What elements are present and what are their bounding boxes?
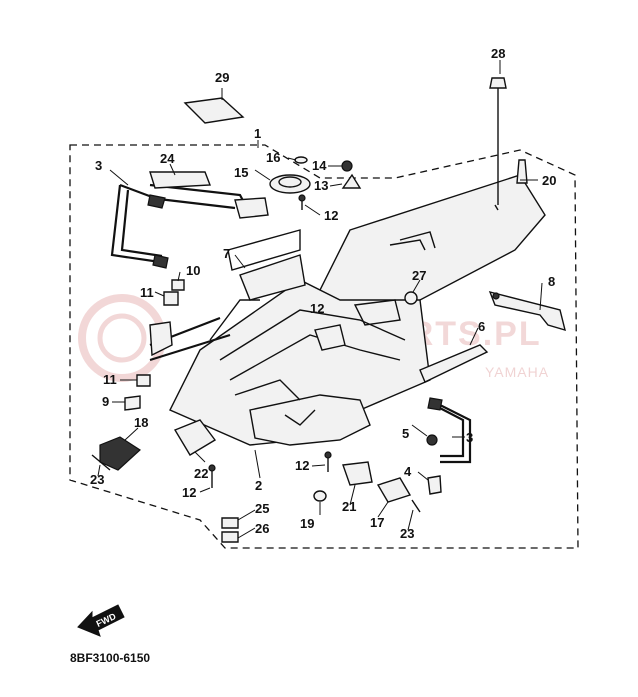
callout-label: 15 [234,165,248,180]
callout-label: 25 [255,501,269,516]
callout-label: 3 [95,158,102,173]
callout-label: 1 [254,126,261,141]
callout-labels: 1 2 3 3 4 5 6 7 8 9 10 11 11 12 12 12 12… [90,46,556,541]
callout-label: 3 [466,430,473,445]
callout-label: 5 [402,426,409,441]
callout-label: 18 [134,415,148,430]
callout-label: 8 [548,274,555,289]
callout-label: 7 [223,246,230,261]
frame-assembly [149,174,546,446]
callout-label: 21 [342,499,356,514]
part-code: 8BF3100-6150 [70,651,150,665]
callout-label: 2 [255,478,262,493]
part-3-left-guard [110,183,169,269]
leader-lines [97,60,543,539]
callout-label: 14 [312,158,327,173]
callout-label: 12 [295,458,309,473]
part-8-bracket [488,290,566,332]
right-top-parts [489,77,528,205]
callout-label: 24 [160,151,175,166]
callout-label: 17 [370,515,384,530]
callout-label: 22 [194,466,208,481]
lower-small-parts [208,291,442,543]
callout-label: 19 [300,516,314,531]
watermark-tag: YAMAHA [485,364,549,380]
callout-label: 29 [215,70,229,85]
callout-label: 27 [412,268,426,283]
callout-label: 16 [266,150,280,165]
callout-label: 11 [140,285,154,300]
callout-label: 20 [542,173,556,188]
part-6-rail [419,344,489,383]
callout-label: 4 [404,464,412,479]
callout-label: 23 [90,472,104,487]
callout-label: 11 [103,372,117,387]
part-24-bracket [149,171,269,219]
fwd-arrow-icon: FWD [77,604,125,637]
assembly-boundary [69,144,579,549]
callout-label: 23 [400,526,414,541]
callout-label: 6 [478,319,485,334]
left-small-parts [91,279,217,471]
callout-label: 12 [324,208,338,223]
callout-label: 13 [314,178,328,193]
part-29-pad [183,97,245,124]
callout-label: 12 [310,301,324,316]
callout-label: 26 [255,521,269,536]
part-3-right-guard [427,397,472,464]
callout-label: 10 [186,263,200,278]
callout-label: 12 [182,485,196,500]
callout-label: 28 [491,46,505,61]
callout-label: 9 [102,394,109,409]
